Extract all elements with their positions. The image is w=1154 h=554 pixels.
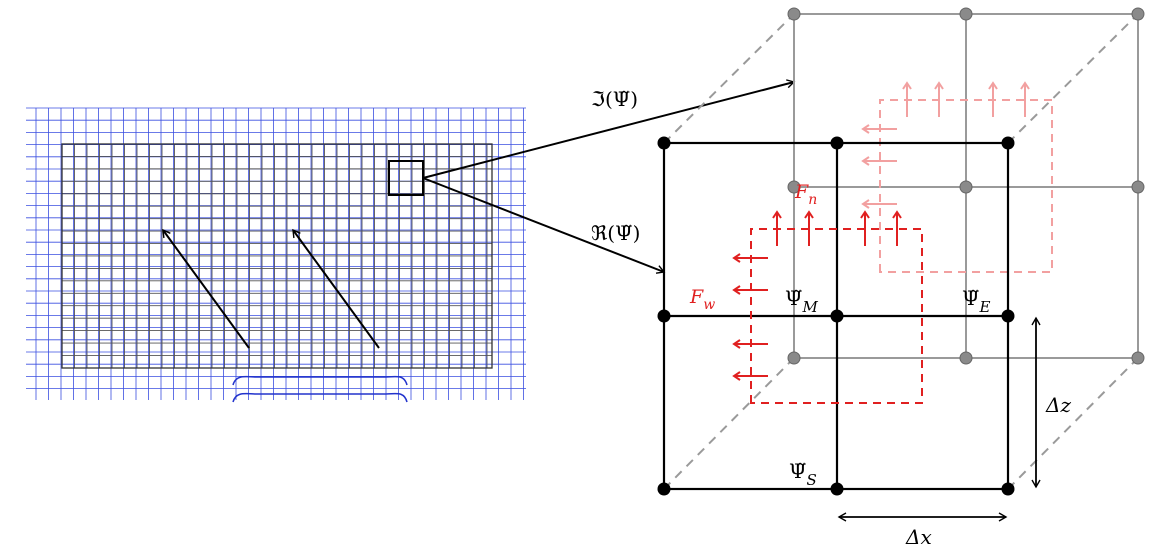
back-node xyxy=(1131,7,1145,21)
front-node xyxy=(1001,482,1015,496)
flux-north-arrow xyxy=(772,210,782,246)
inner-domain-border xyxy=(61,143,493,369)
brace-upper xyxy=(232,375,408,386)
outer-boundary-grid xyxy=(26,107,526,400)
back-node xyxy=(787,180,801,194)
psi-s-label: Ψ̃S xyxy=(789,459,817,489)
back-node xyxy=(787,7,801,21)
back-node xyxy=(1131,180,1145,194)
front-flux-region xyxy=(732,210,923,404)
front-node xyxy=(657,482,671,496)
front-node xyxy=(1001,136,1015,150)
real-part-label: ℜ(Ψ̃) xyxy=(591,221,640,245)
back-node xyxy=(1131,351,1145,365)
flux-north-arrow xyxy=(860,210,870,246)
psi-e-label: Ψ̃E xyxy=(962,286,991,316)
diagonal-arrow-right xyxy=(292,228,380,349)
front-node xyxy=(830,136,844,150)
back-node xyxy=(959,7,973,21)
back-flux-north-arrow xyxy=(988,81,998,117)
flux-west-arrow xyxy=(732,285,768,295)
front-node-e xyxy=(1001,309,1015,323)
back-flux-west-arrow xyxy=(861,156,897,166)
dx-label: Δx xyxy=(905,525,932,549)
zoom-cell-box xyxy=(388,160,424,196)
back-node xyxy=(787,351,801,365)
real-part-arrow xyxy=(422,177,666,274)
computational-grid xyxy=(26,107,526,403)
brace-lower xyxy=(232,392,408,403)
back-node xyxy=(959,180,973,194)
flux-west-arrow xyxy=(732,253,768,263)
back-cell xyxy=(663,7,1145,490)
back-flux-north-arrow xyxy=(934,81,944,117)
back-flux-west-arrow xyxy=(861,124,897,134)
front-node xyxy=(657,309,671,323)
back-flux-north-arrow xyxy=(902,81,912,117)
front-node-s xyxy=(830,482,844,496)
back-node xyxy=(959,351,973,365)
imag-part-arrow xyxy=(422,79,796,179)
psi-m-label: Ψ̃M xyxy=(785,286,819,316)
flux-west-label: Fw xyxy=(689,286,715,313)
inner-domain-grid xyxy=(61,143,492,369)
dz-label: Δz xyxy=(1045,393,1071,417)
flux-west-arrow xyxy=(732,371,768,381)
flux-north-arrow xyxy=(892,210,902,246)
front-node xyxy=(657,136,671,150)
back-flux-north-arrow xyxy=(1020,81,1030,117)
flux-north-arrow xyxy=(804,210,814,246)
depth-edges xyxy=(663,13,1139,490)
front-node-m xyxy=(830,309,844,323)
diagonal-arrow-left xyxy=(162,228,250,349)
back-flux-region xyxy=(861,81,1053,273)
flux-north-label: Fn xyxy=(794,181,817,208)
flux-west-arrow xyxy=(732,339,768,349)
back-flux-west-arrow xyxy=(861,199,897,209)
imag-part-label: ℑ(Ψ̃) xyxy=(591,87,638,111)
